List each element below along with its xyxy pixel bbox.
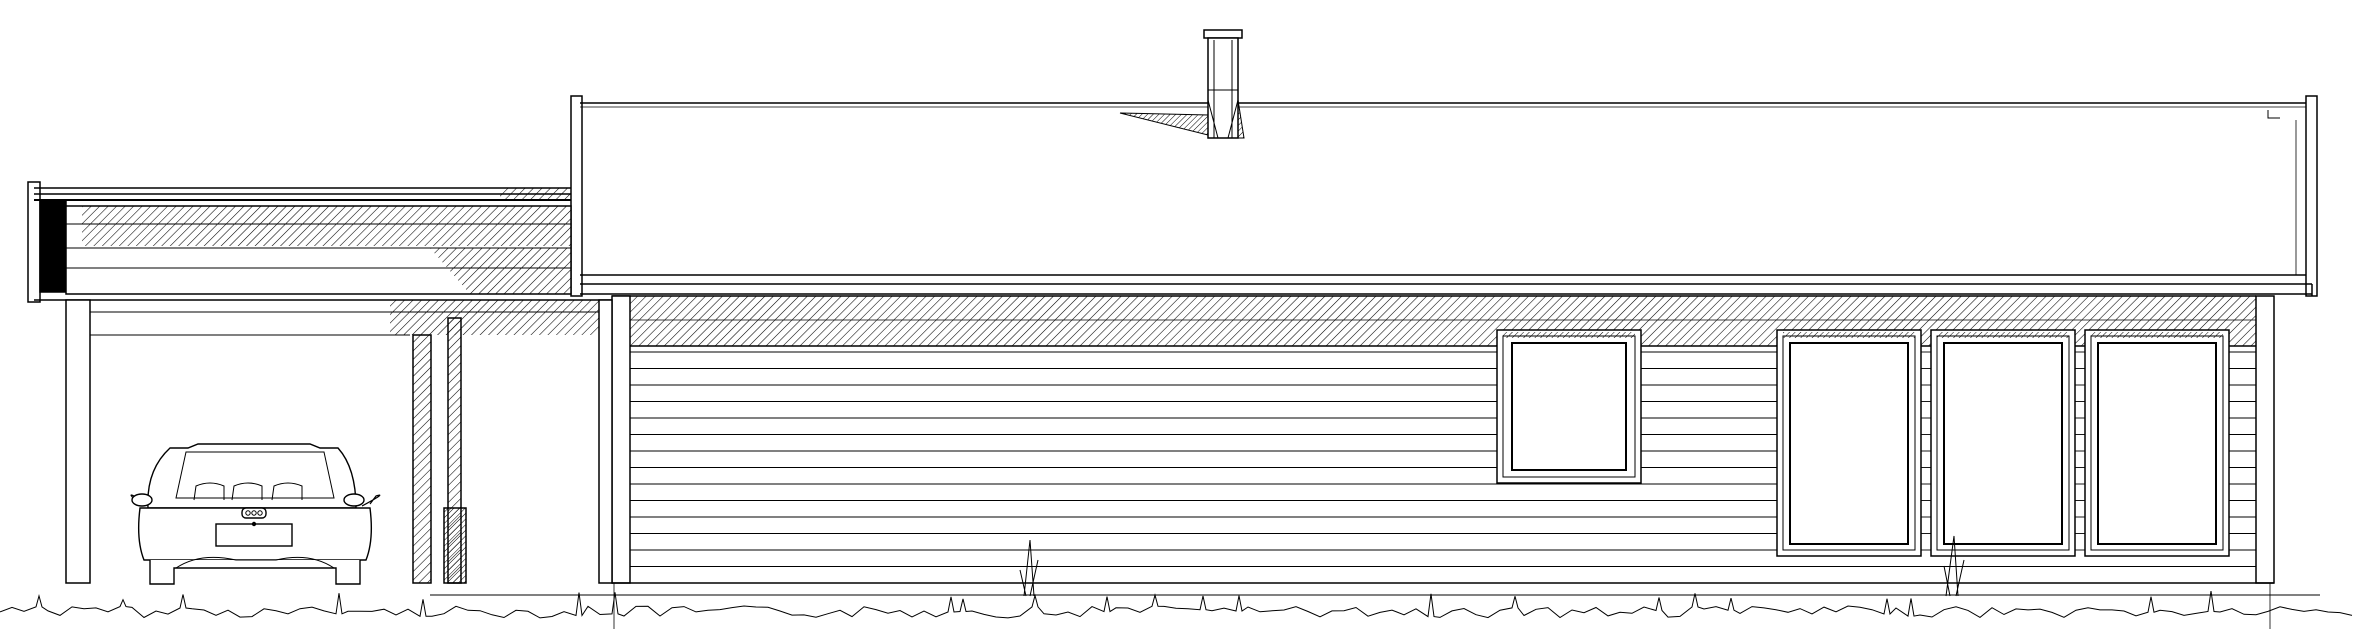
tall-window-3 [2084, 329, 2230, 557]
car [130, 443, 381, 585]
carport-posts [65, 299, 613, 584]
small-window [1496, 329, 1642, 484]
tall-window-1 [1776, 329, 1922, 557]
siding [611, 295, 2275, 584]
carport-roof [27, 181, 612, 336]
house-roof [570, 95, 2318, 297]
tall-window-2 [1930, 329, 2076, 557]
ground-line [0, 535, 2353, 629]
chimney [1119, 29, 1245, 139]
